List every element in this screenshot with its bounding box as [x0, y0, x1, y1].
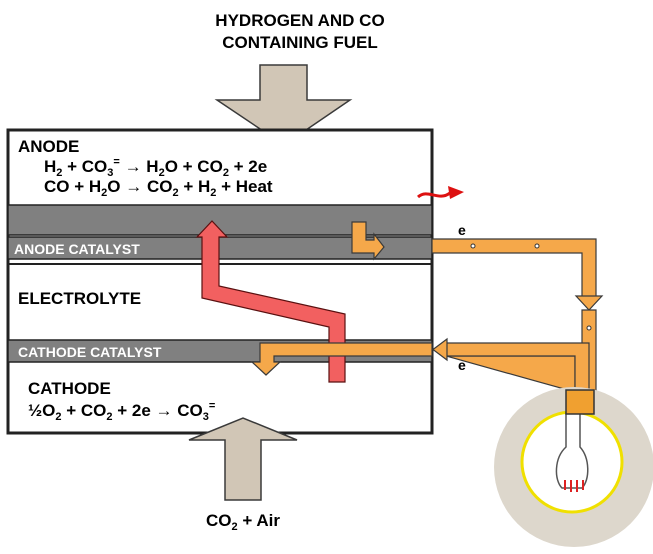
electrolyte-label: ELECTROLYTE — [18, 289, 141, 308]
fuel-label-line2: CONTAINING FUEL — [222, 33, 378, 52]
electron-label-top: e — [458, 222, 466, 238]
anode-catalyst-label: ANODE CATALYST — [14, 241, 140, 257]
air-label: CO2 + Air — [206, 511, 280, 533]
cathode-catalyst-label: CATHODE CATALYST — [18, 344, 162, 360]
cathode-title: CATHODE — [28, 379, 111, 398]
fuel-inlet-arrow — [214, 64, 353, 146]
anode-reaction-1: H2 + CO3= → H2O + CO2 + 2e — [44, 156, 267, 179]
anode-title: ANODE — [18, 137, 79, 156]
fuel-label-line1: HYDROGEN AND CO — [215, 11, 384, 30]
fuel-cell-box — [6, 128, 434, 435]
cathode-reaction: ½O2 + CO2 + 2e → CO3= — [28, 400, 215, 423]
electron-label-bottom: e — [458, 357, 466, 373]
heat-arrow — [416, 186, 464, 199]
anode-reaction-2: CO + H2O → CO2 + H2 + Heat — [44, 177, 273, 199]
air-inlet-arrow — [188, 417, 298, 501]
light-bulb-icon — [494, 387, 653, 547]
